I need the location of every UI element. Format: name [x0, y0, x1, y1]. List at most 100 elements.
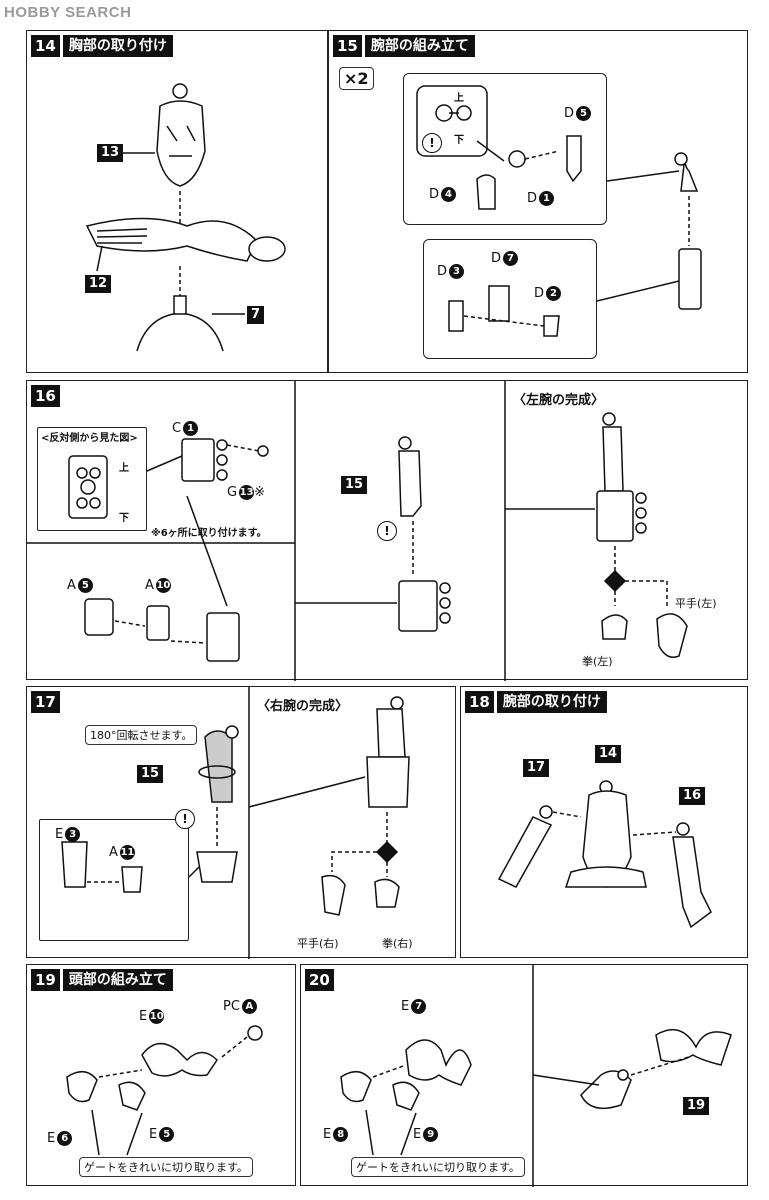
arm-attachment-illustration [497, 780, 712, 929]
part-letter: D [437, 264, 448, 279]
step-title: 腕部の組み立て [364, 35, 475, 57]
part-19-label: 19 [683, 1097, 710, 1115]
part-number-badge: 6 [57, 1131, 73, 1146]
step-15-header: 15 腕部の組み立て [333, 35, 475, 57]
up-label: 上 [454, 93, 464, 104]
part-letter: A [67, 578, 76, 593]
rotate-note: 180°回転させます。 [85, 725, 198, 745]
part-letter: D [429, 187, 440, 202]
part-letter: C [172, 421, 182, 436]
step-title: 胸部の取り付け [62, 35, 173, 57]
flat-hand-left-label: 平手(左) [675, 597, 717, 610]
step-17-header: 17 [31, 691, 60, 713]
step-number: 18 [465, 691, 494, 713]
right-arm-illustration [61, 687, 410, 959]
part-17-label: 17 [523, 759, 550, 777]
head-bow-illustration [340, 965, 732, 1187]
step-title: 頭部の組み立て [62, 969, 173, 991]
part-letter: E [139, 1009, 148, 1024]
part-number-badge: 2 [546, 286, 562, 301]
step-number: 15 [333, 35, 362, 57]
part-15-label: 15 [341, 476, 368, 494]
step-14-panel: 14 胸部の取り付け 13 12 7 [26, 30, 328, 373]
gate-cut-note: ゲートをきれいに切り取ります。 [79, 1157, 253, 1177]
head-ribbon-illustration [66, 1025, 263, 1156]
right-arm-complete-title: 〈右腕の完成〉 [257, 699, 349, 714]
part-number-badge: 8 [333, 1127, 349, 1142]
fist-left-label: 拳(左) [582, 655, 613, 668]
part-number-badge: 11 [119, 845, 135, 860]
flat-hand-right-label: 平手(右) [297, 937, 339, 950]
note-mark: ※ [254, 485, 265, 500]
part-number-badge: A [241, 999, 257, 1014]
part-letter: E [55, 827, 64, 842]
part-letter: E [47, 1131, 56, 1146]
part-number-badge: 1 [183, 421, 199, 436]
part-letter: E [401, 999, 410, 1014]
step-number: 19 [31, 969, 60, 991]
part-number-badge: 10 [155, 578, 171, 593]
part-letter: E [149, 1127, 158, 1142]
step-19-header: 19 頭部の組み立て [31, 969, 173, 991]
up-label: 上 [119, 463, 129, 474]
gate-cut-note: ゲートをきれいに切り取ります。 [351, 1157, 525, 1177]
part-letter: E [413, 1127, 422, 1142]
part-letter: A [109, 845, 118, 860]
part-number-badge: 5 [159, 1127, 175, 1142]
part-number-badge: 9 [423, 1127, 439, 1142]
step-number: 17 [31, 691, 60, 713]
part-number-badge: 5 [77, 578, 93, 593]
opposite-view-title: <反対側から見た図> [41, 433, 138, 444]
step-20-header: 20 [305, 969, 334, 991]
part-letter: D [527, 191, 538, 206]
part-letter: E [323, 1127, 332, 1142]
part-number-badge: 4 [441, 187, 457, 202]
caution-icon: ! [175, 809, 195, 829]
part-14-label: 14 [595, 745, 622, 763]
part-letter: D [564, 106, 575, 121]
part-number-badge: 5 [576, 106, 592, 121]
forearm-assembly-illustration [27, 381, 688, 681]
watermark: HOBBY SEARCH [4, 4, 132, 21]
part-number-badge: 3 [65, 827, 81, 842]
step-number: 14 [31, 35, 60, 57]
part-number-badge: 3 [449, 264, 465, 279]
multiplier-badge: ×2 [339, 67, 374, 90]
part-letter: D [491, 251, 502, 266]
part-16-label: 16 [679, 787, 706, 805]
part-12-label: 12 [85, 275, 112, 293]
part-number-badge: 10 [149, 1009, 165, 1024]
bracket-subpanel [39, 819, 189, 941]
part-letter: D [534, 286, 545, 301]
part-number-badge: 7 [411, 999, 427, 1014]
step-16-header: 16 [31, 385, 60, 407]
step-14-header: 14 胸部の取り付け [31, 35, 173, 57]
part-letter: PC [223, 999, 240, 1014]
step-18-panel: 18 腕部の取り付け 17 14 16 [460, 686, 748, 958]
part-number-badge: 1 [539, 191, 555, 206]
part-letter: A [145, 578, 154, 593]
left-arm-complete-title: 〈左腕の完成〉 [513, 393, 605, 408]
part-13-label: 13 [97, 144, 124, 162]
